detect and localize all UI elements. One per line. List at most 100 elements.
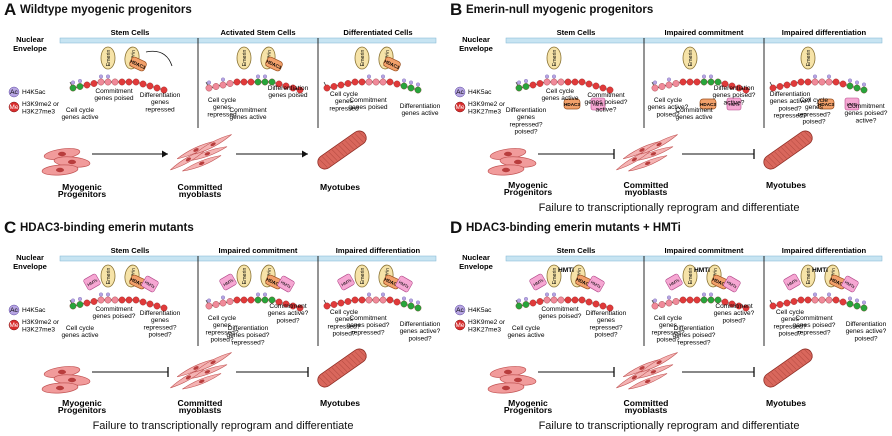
nucleosome xyxy=(69,84,77,92)
acetyl-mark xyxy=(855,298,859,303)
acetyl-mark xyxy=(99,292,103,297)
hmt-protein: HMTs xyxy=(590,97,606,111)
nucleosome xyxy=(337,81,345,89)
hmt-protein: HMTs xyxy=(841,275,859,293)
myotube-cell xyxy=(317,348,367,388)
chromatin-strand xyxy=(323,292,422,312)
nucleosome xyxy=(407,302,415,310)
progression-arrow-2 xyxy=(236,367,309,377)
nucleosome xyxy=(90,298,98,305)
svg-text:Emerin: Emerin xyxy=(106,268,112,285)
emerin-protein: Emerin xyxy=(100,264,116,288)
svg-text:Emerin: Emerin xyxy=(552,50,558,67)
nuclear-envelope xyxy=(59,37,437,44)
committed-myoblast-cells xyxy=(616,134,678,172)
nucleosome xyxy=(365,78,373,86)
nucleosome xyxy=(825,78,833,86)
acetyl-mark xyxy=(71,80,75,85)
acetyl-mark xyxy=(381,74,385,79)
nucleosome xyxy=(592,82,600,90)
nucleosome xyxy=(330,83,338,90)
acetyl-mark xyxy=(367,74,371,79)
nucleosome xyxy=(358,78,366,86)
nucleosome xyxy=(728,82,736,90)
nucleosome xyxy=(125,296,133,304)
svg-text:Emerin: Emerin xyxy=(806,50,812,67)
nucleosome xyxy=(414,86,422,94)
nucleosome xyxy=(728,300,736,308)
acetyl-mark xyxy=(263,74,267,79)
hmt-protein: HMTs xyxy=(529,273,547,291)
nucleosome xyxy=(776,83,784,90)
nucleosome xyxy=(226,80,234,87)
acetyl-mark xyxy=(256,292,260,297)
nucleosome xyxy=(160,86,168,94)
chromatin-column-1: EmerinEmerinHDAC3HMTsHMTs xyxy=(205,264,304,312)
nucleosome xyxy=(721,298,729,306)
progression-arrow-1 xyxy=(92,367,169,377)
nucleosome xyxy=(860,304,868,312)
hmt-protein: HMTs xyxy=(277,275,295,293)
chromatin-column-1: EmerinEmerinHDAC3 xyxy=(205,46,304,94)
nucleosome xyxy=(132,78,140,86)
nucleosome xyxy=(564,78,572,86)
nucleosome xyxy=(282,82,290,90)
panel-letter: D xyxy=(450,218,463,237)
nucleosome xyxy=(268,296,276,304)
nucleosome xyxy=(529,299,537,307)
nucleosome xyxy=(97,296,105,304)
nucleosome xyxy=(139,80,147,88)
nucleosome xyxy=(679,78,687,86)
nucleosome xyxy=(407,84,415,92)
chromatin-strand xyxy=(651,292,750,312)
acetyl-mark xyxy=(409,298,413,303)
chromatin-strand xyxy=(769,292,868,312)
chromatin-column-0: EmerinEmerinHDAC3HMTsHMTsHMTi xyxy=(515,264,614,312)
nuclear-envelope xyxy=(59,255,437,262)
svg-text:HMTs: HMTs xyxy=(590,280,602,290)
chromatin-column-2: EmerinEmerinHDAC3HMTsHMTsHMTi xyxy=(769,264,868,312)
nucleosome xyxy=(275,298,283,306)
nucleosome xyxy=(797,78,805,86)
nucleosome xyxy=(783,81,791,89)
nucleosome xyxy=(240,296,248,304)
nucleosome xyxy=(571,78,579,86)
acetyl-mark xyxy=(848,296,852,301)
acetyl-mark xyxy=(813,292,817,297)
svg-text:Emerin: Emerin xyxy=(552,268,558,285)
acetyl-mark xyxy=(71,298,75,303)
committed-myoblast-cells xyxy=(170,352,232,390)
acetyl-mark xyxy=(207,298,211,303)
nucleosome xyxy=(742,304,750,312)
svg-text:HDAC3: HDAC3 xyxy=(384,277,401,288)
column-header-1: Activated Stem Cells xyxy=(220,28,295,37)
svg-text:HMTs: HMTs xyxy=(280,280,292,290)
nucleosome xyxy=(90,80,98,87)
svg-text:HDAC3: HDAC3 xyxy=(830,277,847,288)
legend-ac-icon: Ac xyxy=(456,307,464,314)
nucleosome xyxy=(599,302,607,310)
nucleosome xyxy=(686,78,694,86)
nucleosome xyxy=(679,296,687,304)
emerin-protein: Emerin xyxy=(236,264,252,288)
myotube-cell xyxy=(763,348,813,388)
svg-text:HDAC3: HDAC3 xyxy=(818,102,834,107)
nucleosome xyxy=(212,83,220,90)
acetyl-mark xyxy=(221,295,225,300)
nucleosome xyxy=(111,78,119,86)
svg-text:HMTs: HMTs xyxy=(144,280,156,290)
nucleosome xyxy=(672,80,680,87)
panel-letter: B xyxy=(450,0,463,19)
